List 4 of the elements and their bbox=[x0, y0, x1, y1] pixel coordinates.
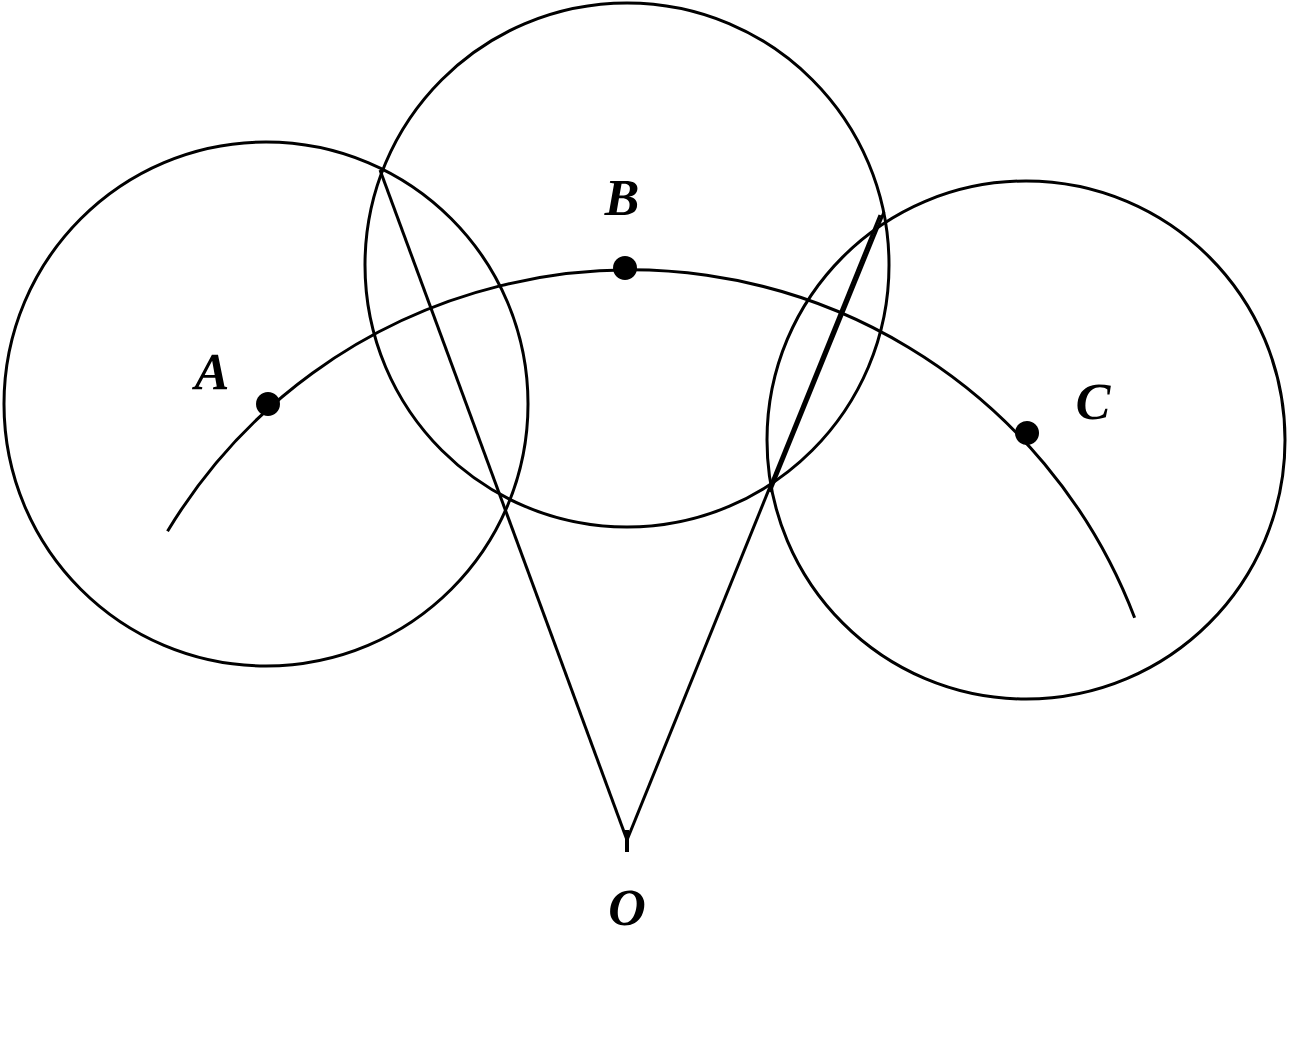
point-label: C bbox=[1077, 384, 1111, 420]
point-label: B bbox=[604, 180, 638, 216]
point-label: A bbox=[191, 354, 228, 390]
point-label: O bbox=[610, 890, 645, 926]
